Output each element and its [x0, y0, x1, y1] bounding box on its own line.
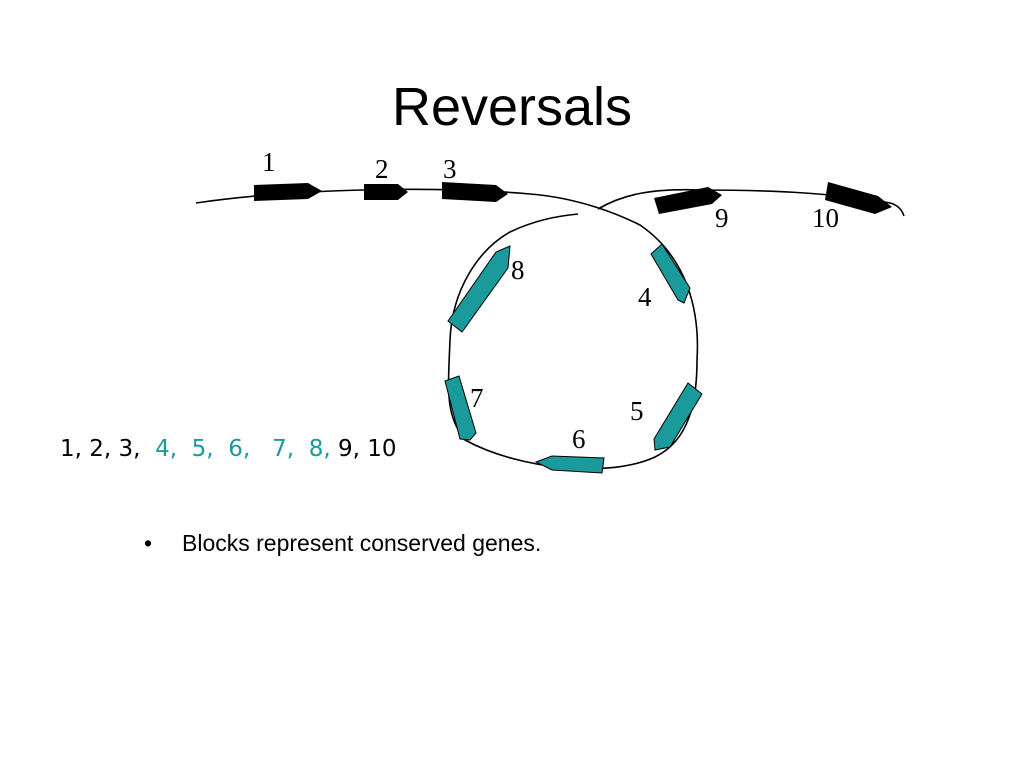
gene-label-8: 8 — [511, 255, 525, 285]
gene-block-1 — [254, 183, 322, 201]
chromosome-line-tail — [597, 188, 905, 217]
order-suffix: 9, 10 — [337, 436, 397, 462]
order-reversed-5: 5, — [191, 436, 214, 462]
gene-label-5: 5 — [630, 396, 644, 426]
order-prefix: 1, 2, 3, — [60, 436, 141, 462]
gene-block-5 — [653, 382, 703, 451]
gene-block-4 — [650, 243, 691, 304]
chromosome-line — [195, 188, 699, 470]
gene-label-3: 3 — [443, 154, 457, 184]
bullet-item: • Blocks represent conserved genes. — [144, 530, 541, 557]
gene-order-sequence: 1, 2, 3, 4, 5, 6, 7, 8, 9, 10 — [60, 436, 397, 462]
gene-label-6: 6 — [572, 424, 586, 454]
gene-label-4: 4 — [638, 282, 652, 312]
bullet-text: Blocks represent conserved genes. — [182, 530, 542, 556]
order-reversed-4: 4, — [155, 436, 178, 462]
gene-block-2 — [364, 184, 408, 200]
gene-block-7 — [444, 375, 477, 441]
order-reversed-6: 6, — [228, 436, 251, 462]
gene-block-8 — [447, 245, 511, 333]
gene-block-6 — [534, 455, 605, 474]
order-reversed-8: 8, — [308, 436, 331, 462]
order-reversed-7: 7, — [272, 436, 295, 462]
gene-block-9 — [654, 187, 722, 214]
gene-label-7: 7 — [470, 383, 484, 413]
gene-label-10: 10 — [812, 203, 839, 233]
bullet-symbol: • — [144, 530, 153, 556]
gene-block-3 — [442, 182, 508, 202]
slide-title: Reversals — [391, 77, 633, 137]
gene-label-2: 2 — [375, 154, 389, 184]
gene-label-9: 9 — [715, 203, 729, 233]
gene-block-10 — [825, 182, 892, 214]
gene-label-1: 1 — [262, 147, 276, 177]
